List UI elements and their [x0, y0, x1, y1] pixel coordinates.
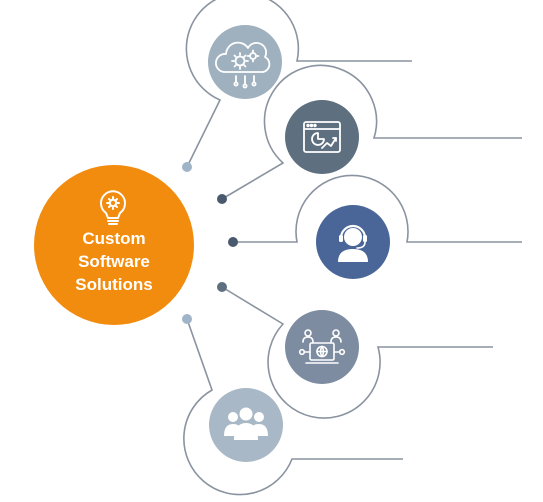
headset-agent-icon — [338, 224, 368, 262]
connector-dot-5 — [182, 314, 192, 324]
connector-dot-3 — [228, 237, 238, 247]
connector-dot-2 — [217, 194, 227, 204]
hub-title-line-1: Custom — [82, 229, 146, 248]
connector-remote-collaboration — [221, 286, 493, 419]
hub-title-line-2: Software — [78, 252, 150, 271]
connector-dot-4 — [217, 282, 227, 292]
user-group-icon — [224, 407, 268, 440]
laptop-network-icon — [298, 329, 346, 364]
lightbulb-gear-icon — [100, 190, 126, 225]
connector-team — [183, 318, 403, 496]
cloud-gears-icon — [215, 41, 271, 89]
node-analytics-dashboard — [285, 100, 359, 174]
connector-customer-support — [233, 174, 522, 243]
hub-title: Custom Software Solutions — [34, 227, 194, 296]
browser-chart-icon — [303, 121, 341, 153]
hub-circle — [34, 165, 194, 325]
connector-dot-1 — [182, 162, 192, 172]
hub-title-line-3: Solutions — [75, 275, 153, 294]
connector-analytics-dashboard — [221, 64, 522, 200]
connector-cloud-settings — [185, 0, 412, 168]
